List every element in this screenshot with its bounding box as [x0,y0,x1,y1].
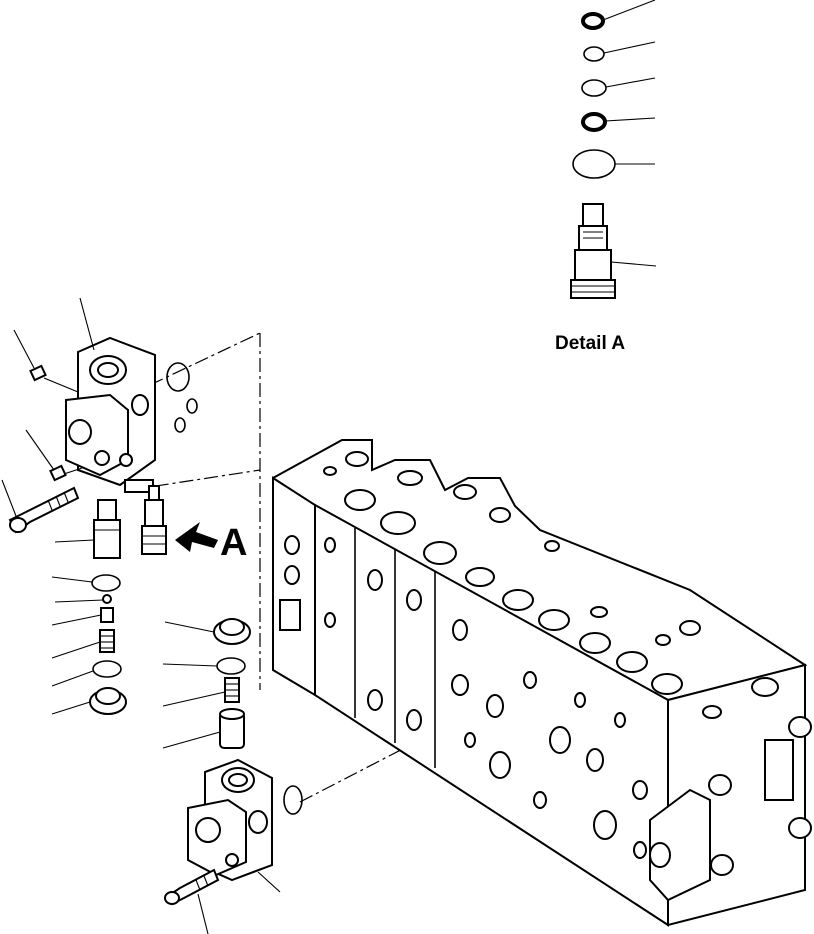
middle-spring [162,677,240,707]
detail-a-seal-ring-4 [581,112,656,132]
middle-oring [162,657,246,675]
left-plug [51,687,127,715]
lower-bolt [164,868,220,934]
detail-a-oring-3 [581,77,656,97]
detail-a-label: Detail A [555,333,625,354]
detail-a-valve-cartridge [570,203,657,299]
left-ball [54,594,112,604]
detail-a-group: Detail A [555,0,657,354]
view-a-letter: A [220,522,247,564]
upper-housing-screws [13,329,83,482]
left-spring [51,629,115,659]
long-bolt [1,479,80,534]
upper-housing-orings [166,362,198,433]
lower-housing-oring [283,785,303,815]
lower-valve-housing [187,758,281,893]
middle-plug [164,618,251,645]
left-oring-2 [51,660,122,687]
main-control-valve-body [272,439,812,927]
detail-a-oring-5 [572,149,655,179]
detail-a-oring-2 [583,41,656,62]
left-spool-cartridge [54,499,121,559]
check-valve-cartridge [141,485,167,555]
detail-a-seal-ring-1 [581,0,656,30]
upper-valve-housing [65,297,156,493]
left-oring-1 [51,574,121,592]
left-poppet [51,607,114,626]
view-a-arrow: A [175,522,247,564]
middle-spool [162,708,245,749]
